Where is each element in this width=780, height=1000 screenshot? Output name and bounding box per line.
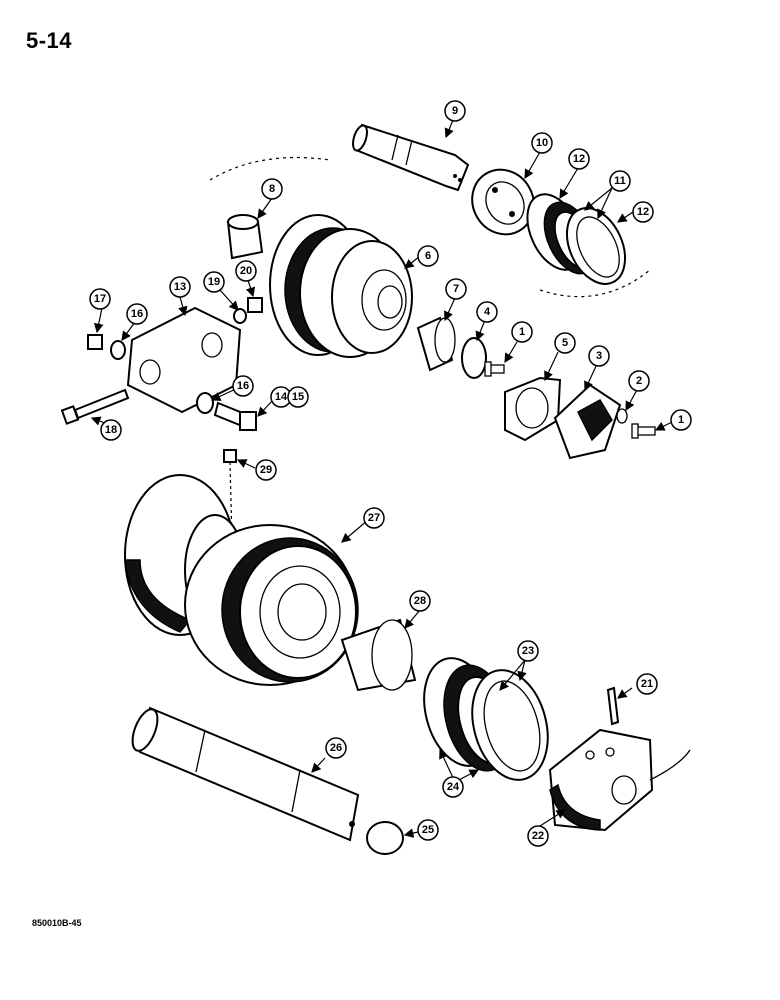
washer-part (461, 337, 487, 379)
callout-14: 14 (270, 386, 292, 408)
callout-1a: 1 (511, 321, 533, 343)
callout-21: 21 (636, 673, 658, 695)
assembly-arc-right (539, 269, 651, 298)
callout-11: 11 (609, 170, 631, 192)
nut-17 (87, 334, 103, 350)
roller-upper (269, 214, 413, 358)
svg-text:7: 7 (453, 283, 459, 295)
svg-text:15: 15 (292, 391, 304, 403)
callout-22: 22 (527, 825, 549, 847)
bolt-small (484, 361, 505, 377)
callout-13: 13 (169, 276, 191, 298)
svg-text:12: 12 (637, 206, 649, 218)
svg-text:24: 24 (447, 781, 460, 793)
callout-9: 9 (444, 100, 466, 122)
svg-text:3: 3 (596, 350, 602, 362)
plug-part (223, 449, 237, 541)
seal-group-upper (526, 193, 627, 285)
svg-text:20: 20 (240, 265, 252, 277)
bracket-upper (126, 306, 242, 414)
svg-text:14: 14 (275, 391, 288, 403)
shaft-lower (131, 706, 360, 842)
svg-text:17: 17 (94, 293, 106, 305)
callout-1b: 1 (670, 409, 692, 431)
o-ring-25 (366, 821, 404, 855)
svg-text:22: 22 (532, 830, 544, 842)
callout-19: 19 (203, 271, 225, 293)
callout-20: 20 (235, 260, 257, 282)
svg-text:9: 9 (452, 105, 458, 117)
collar-part (471, 168, 535, 236)
gasket-part (504, 376, 562, 442)
svg-text:1: 1 (519, 326, 525, 338)
svg-text:12: 12 (573, 153, 585, 165)
svg-text:25: 25 (422, 824, 434, 836)
callout-15: 15 (287, 386, 309, 408)
seal-group-lower (423, 657, 549, 781)
svg-text:27: 27 (368, 512, 380, 524)
callout-3: 3 (588, 345, 610, 367)
callout-12b: 12 (632, 201, 654, 223)
svg-text:19: 19 (208, 276, 220, 288)
page-number: 5-14 (26, 28, 73, 53)
bushing-part-7 (416, 316, 456, 372)
washer-16a (110, 340, 126, 360)
svg-text:21: 21 (641, 678, 653, 690)
svg-text:4: 4 (484, 306, 491, 318)
svg-text:2: 2 (636, 375, 642, 387)
svg-text:18: 18 (105, 424, 117, 436)
svg-text:29: 29 (260, 464, 272, 476)
svg-text:11: 11 (614, 175, 626, 187)
svg-text:5: 5 (562, 337, 568, 349)
callout-25: 25 (417, 819, 439, 841)
callout-7: 7 (445, 278, 467, 300)
bushing-28 (340, 618, 417, 692)
svg-text:1: 1 (678, 414, 684, 426)
callout-27: 27 (363, 507, 385, 529)
callout-18: 18 (100, 419, 122, 441)
svg-text:28: 28 (414, 595, 426, 607)
callout-10: 10 (531, 132, 553, 154)
pin-21 (606, 686, 620, 726)
cap-part (553, 383, 622, 460)
svg-text:8: 8 (269, 183, 275, 195)
svg-text:16: 16 (131, 308, 143, 320)
callout-17: 17 (89, 288, 111, 310)
track-roller (124, 474, 359, 686)
bushing-part (226, 214, 264, 260)
callout-6: 6 (417, 245, 439, 267)
svg-text:26: 26 (330, 742, 342, 754)
bolt-14-15 (213, 401, 257, 432)
svg-text:16: 16 (237, 380, 249, 392)
callout-24: 24 (442, 776, 464, 798)
svg-text:10: 10 (536, 137, 548, 149)
nut-20 (247, 297, 263, 313)
svg-text:6: 6 (425, 250, 431, 262)
svg-text:23: 23 (522, 645, 534, 657)
callout-16b: 16 (232, 375, 254, 397)
callout-12a: 12 (568, 148, 590, 170)
bracket-lower (548, 728, 691, 832)
svg-text:13: 13 (174, 281, 186, 293)
callout-23: 23 (517, 640, 539, 662)
callout-8: 8 (261, 178, 283, 200)
figure-code: 850010B-45 (32, 918, 82, 928)
shaft-part (352, 123, 470, 192)
callout-5: 5 (554, 332, 576, 354)
callout-2: 2 (628, 370, 650, 392)
callout-28: 28 (409, 590, 431, 612)
bolt-18 (60, 388, 130, 425)
washer-16b (196, 392, 214, 414)
callout-4: 4 (476, 301, 498, 323)
callout-29: 29 (255, 459, 277, 481)
bolt-right (631, 423, 656, 439)
callout-26: 26 (325, 737, 347, 759)
washer-19 (233, 308, 247, 324)
assembly-arc-upper (209, 156, 331, 181)
callout-16a: 16 (126, 303, 148, 325)
washer-small (616, 408, 628, 424)
